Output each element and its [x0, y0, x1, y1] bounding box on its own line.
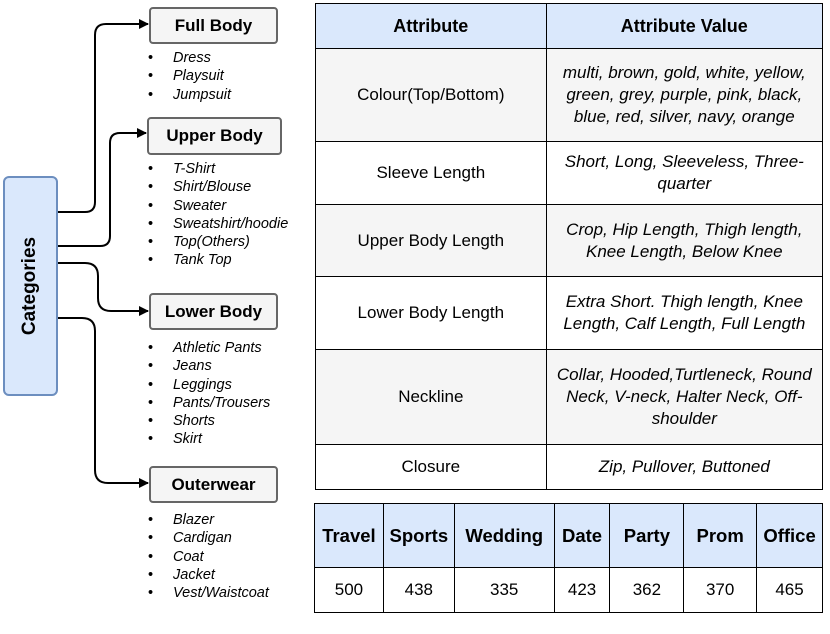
list-item: Dress	[148, 49, 231, 68]
column-header: Attribute	[315, 3, 547, 49]
column-header: Party	[609, 503, 685, 568]
list-item: Athletic Pants	[148, 339, 270, 358]
table-cell: 335	[453, 567, 555, 613]
list-item: Sweatshirt/hoodie	[148, 215, 288, 234]
list-item: Vest/Waistcoat	[148, 584, 269, 603]
table-cell: 423	[553, 567, 611, 613]
group-title: Outerwear	[171, 474, 256, 494]
column-header: Travel	[314, 503, 384, 568]
list-item: Jacket	[148, 566, 269, 585]
attribute-name: Upper Body Length	[315, 204, 547, 277]
table-row: Colour(Top/Bottom) multi, brown, gold, w…	[315, 48, 824, 142]
attribute-value: Collar, Hooded,Turtleneck, Round Neck, V…	[545, 349, 824, 445]
list-item: Blazer	[148, 511, 269, 530]
list-item: Pants/Trousers	[148, 394, 270, 413]
arrow-upper-body	[58, 128, 147, 247]
arrow-outerwear	[58, 317, 149, 488]
column-header: Prom	[683, 503, 758, 568]
attribute-table: Attribute Attribute Value Colour(Top/Bot…	[315, 3, 824, 490]
list-item: Cardigan	[148, 529, 269, 548]
column-header: Office	[756, 503, 823, 568]
list-item: Coat	[148, 548, 269, 567]
list-item: T-Shirt	[148, 160, 288, 179]
table-row: Sleeve Length Short, Long, Sleeveless, T…	[315, 141, 824, 205]
categories-label: Categories	[19, 236, 41, 336]
attribute-name: Lower Body Length	[315, 276, 547, 350]
column-header: Date	[553, 503, 611, 568]
arrow-lower-body	[58, 262, 149, 316]
list-item: Top(Others)	[148, 233, 288, 252]
attribute-name: Colour(Top/Bottom)	[315, 48, 547, 142]
categories-box: Categories	[3, 176, 58, 396]
list-item: Shorts	[148, 412, 270, 431]
table-row: Closure Zip, Pullover, Buttoned	[315, 444, 824, 490]
table-cell: 465	[756, 567, 823, 613]
attribute-value: Short, Long, Sleeveless, Three-quarter	[545, 141, 824, 205]
table-cell: 370	[683, 567, 758, 613]
attribute-name: Neckline	[315, 349, 547, 445]
group-outerwear-box: Outerwear	[149, 466, 278, 503]
table-header-row: Attribute Attribute Value	[315, 3, 824, 49]
group-full-body-box: Full Body	[149, 7, 278, 44]
list-item: Shirt/Blouse	[148, 178, 288, 197]
attribute-name: Closure	[315, 444, 547, 490]
attribute-value: multi, brown, gold, white, yellow, green…	[545, 48, 824, 142]
group-lower-body-list: Athletic Pants Jeans Leggings Pants/Trou…	[148, 339, 270, 449]
group-lower-body-box: Lower Body	[149, 293, 278, 330]
attribute-name: Sleeve Length	[315, 141, 547, 205]
column-header: Wedding	[453, 503, 555, 568]
list-item: Jeans	[148, 357, 270, 376]
group-title: Upper Body	[166, 126, 263, 145]
table-header-row: Travel Sports Wedding Date Party Prom Of…	[314, 503, 823, 568]
table-cell: 500	[314, 567, 384, 613]
group-upper-body-list: T-Shirt Shirt/Blouse Sweater Sweatshirt/…	[148, 160, 288, 270]
group-outerwear-list: Blazer Cardigan Coat Jacket Vest/Waistco…	[148, 511, 269, 603]
attribute-value: Crop, Hip Length, Thigh length, Knee Len…	[545, 204, 824, 277]
table-row: 500 438 335 423 362 370 465	[314, 567, 823, 613]
table-row: Neckline Collar, Hooded,Turtleneck, Roun…	[315, 349, 824, 445]
group-title: Full Body	[174, 15, 253, 35]
table-row: Lower Body Length Extra Short. Thigh len…	[315, 276, 824, 350]
table-cell: 362	[609, 567, 685, 613]
column-header: Sports	[382, 503, 455, 568]
group-upper-body-box: Upper Body	[147, 117, 282, 155]
group-title: Lower Body	[164, 301, 263, 321]
list-item: Jumpsuit	[148, 86, 231, 105]
column-header: Attribute Value	[545, 3, 824, 49]
attribute-value: Zip, Pullover, Buttoned	[545, 444, 824, 490]
attribute-value: Extra Short. Thigh length, Knee Length, …	[545, 276, 824, 350]
arrow-full-body	[58, 19, 149, 213]
list-item: Skirt	[148, 430, 270, 449]
list-item: Playsuit	[148, 67, 231, 86]
group-full-body-list: Dress Playsuit Jumpsuit	[148, 49, 231, 104]
table-cell: 438	[382, 567, 455, 613]
list-item: Tank Top	[148, 251, 288, 270]
table-row: Upper Body Length Crop, Hip Length, Thig…	[315, 204, 824, 277]
list-item: Sweater	[148, 197, 288, 216]
list-item: Leggings	[148, 376, 270, 395]
occasion-table: Travel Sports Wedding Date Party Prom Of…	[314, 503, 823, 613]
